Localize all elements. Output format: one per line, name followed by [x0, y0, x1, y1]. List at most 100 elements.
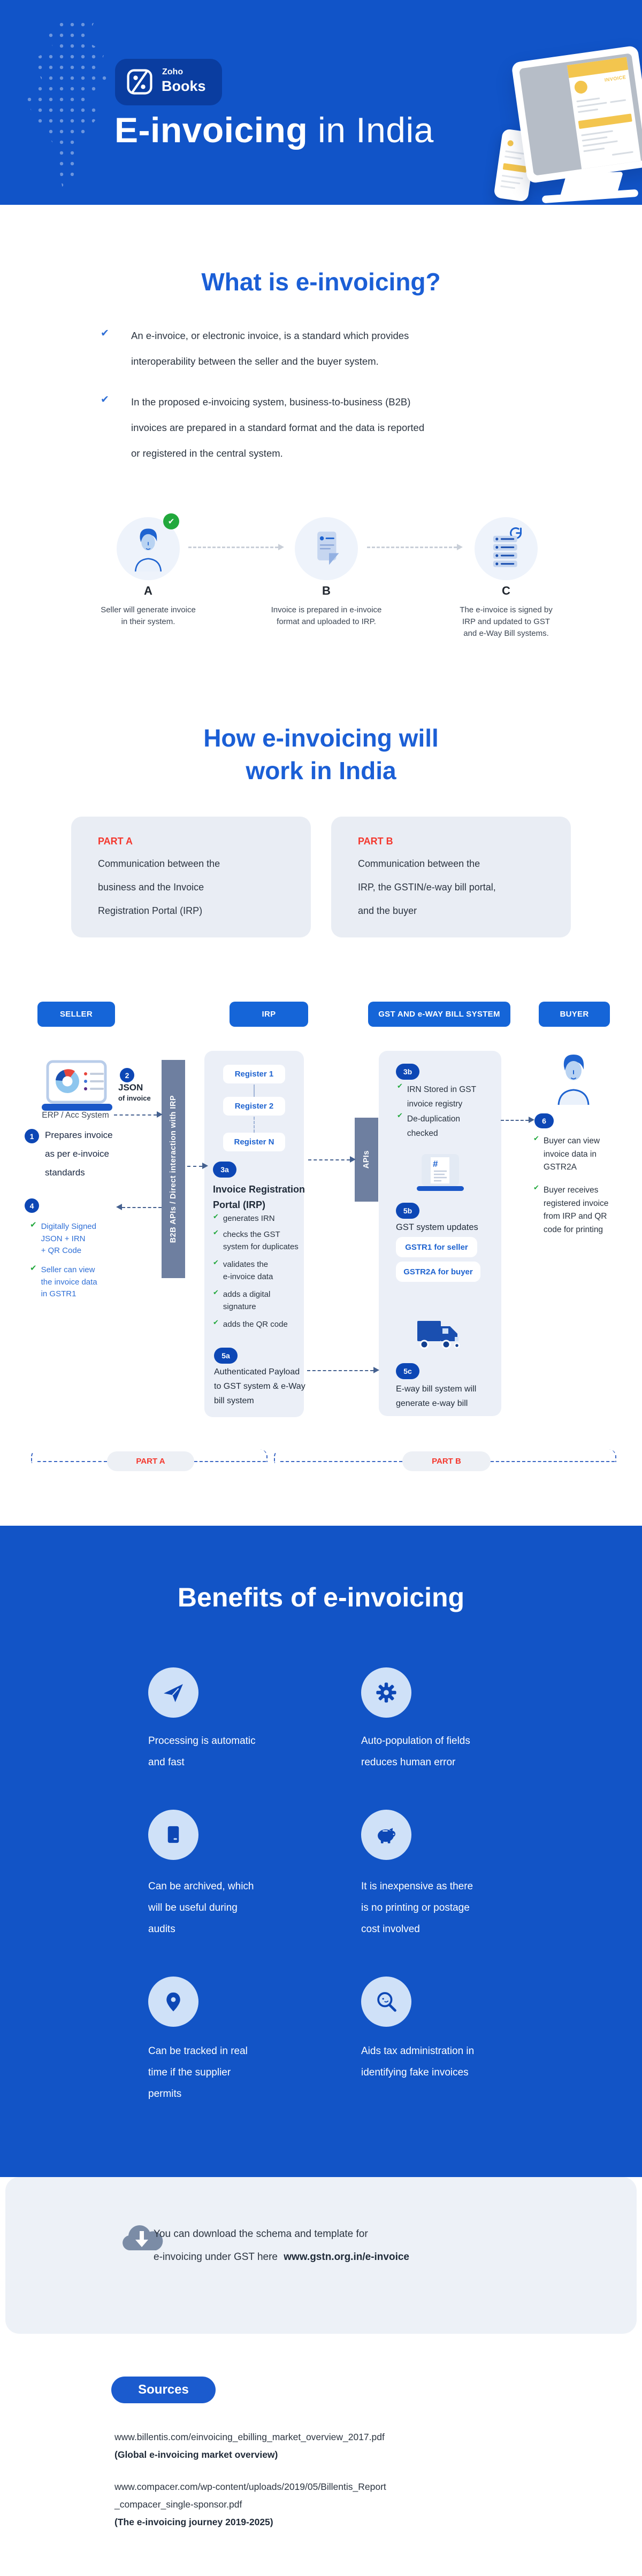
- step-5a-badge: 5a: [214, 1348, 238, 1364]
- legend-hook: [274, 1449, 283, 1463]
- check-icon: [30, 1221, 37, 1257]
- what-is-heading: What is e-invoicing?: [201, 268, 441, 296]
- step-4-bullet-2: Seller can view the invoice data in GSTR…: [30, 1264, 97, 1301]
- location-pin-icon: [166, 1992, 180, 2012]
- benefit-caption: It is inexpensive as there is no printin…: [361, 1881, 473, 1935]
- step-5c-badge: 5c: [396, 1363, 419, 1379]
- erp-laptop-icon: [42, 1060, 112, 1111]
- irp-title: Invoice Registration Portal (IRP): [213, 1184, 305, 1210]
- erp-to-b2b-arrow: [114, 1111, 163, 1118]
- logo-zoho-text: Zoho: [162, 67, 184, 76]
- step-flow-arrow: [367, 544, 463, 550]
- logo-books-text: Books: [162, 78, 206, 94]
- check-icon: [397, 1112, 403, 1141]
- check-icon: [101, 328, 109, 339]
- header-banner: Zoho Books E-invoicing in India INVOI: [0, 0, 642, 205]
- b2b-apis-bar: B2B APIs / Direct interaction with IRP: [162, 1060, 185, 1278]
- step-b-letter: B: [322, 584, 331, 597]
- page-title-light: in India: [308, 110, 434, 150]
- irp-to-apis-arrow: [308, 1156, 356, 1163]
- benefit-caption: Aids tax administration in identifying f…: [361, 2046, 475, 2078]
- source-2-url[interactable]: www.compacer.com/wp-content/uploads/2019…: [114, 2481, 386, 2510]
- gstn-link[interactable]: www.gstn.org.in/e-invoice: [284, 2251, 409, 2263]
- benefit-icon-circle: [361, 1667, 411, 1718]
- invoice-receipt-icon: [317, 532, 339, 565]
- gst-check-1: IRN Stored in GST invoice registry: [397, 1082, 476, 1111]
- part-b-label: PART B: [358, 836, 393, 847]
- seller-person-icon: [134, 528, 162, 572]
- paper-plane-icon: [164, 1684, 183, 1702]
- what-is-bullet-1: An e-invoice, or electronic invoice, is …: [131, 330, 409, 367]
- 5a-to-gst-arrow: [307, 1367, 379, 1373]
- green-check-badge-icon: [163, 513, 179, 529]
- zoho-books-icon: [127, 69, 152, 95]
- b2b-to-seller-arrow: [116, 1204, 162, 1210]
- eway-truck-icon: [417, 1321, 460, 1349]
- zoho-books-logo: Zoho Books: [115, 59, 222, 105]
- step-a-caption: Seller will generate invoice in their sy…: [101, 605, 196, 626]
- hash-glyph: #: [433, 1159, 438, 1169]
- step-5b-badge: 5b: [396, 1203, 419, 1219]
- step-5b-text: GST system updates: [396, 1222, 478, 1232]
- source-item-2: www.compacer.com/wp-content/uploads/2019…: [114, 2478, 386, 2531]
- gst-to-buyer-arrow: [501, 1117, 534, 1123]
- monitor-illustration: INVOICE: [511, 45, 642, 184]
- check-icon: [533, 1135, 539, 1174]
- step-c-letter: C: [502, 584, 510, 597]
- archive-file-icon: [167, 1826, 179, 1843]
- erp-label: ERP / Acc System: [42, 1111, 109, 1120]
- monitor-screen: INVOICE: [518, 53, 642, 176]
- benefit-caption: Processing is automatic and fast: [148, 1735, 256, 1768]
- column-header-gst-eway: GST AND e-WAY BILL SYSTEM: [368, 1002, 510, 1027]
- source-1-description: (Global e-invoicing market overview): [114, 2449, 278, 2460]
- column-header-irp: IRP: [230, 1002, 308, 1027]
- check-icon: [101, 395, 109, 405]
- legend-part-a: PART A: [107, 1451, 194, 1471]
- what-is-bullet-2: In the proposed e-invoicing system, busi…: [131, 396, 425, 459]
- benefit-caption: Can be archived, which will be useful du…: [148, 1881, 254, 1935]
- json-title: JSON: [118, 1082, 143, 1093]
- register-1-chip: Register 1: [223, 1065, 285, 1083]
- buyer-person-icon: [557, 1055, 590, 1105]
- check-icon: [213, 1259, 219, 1283]
- column-header-seller: SELLER: [37, 1002, 115, 1027]
- step-c-caption: The e-invoice is signed by IRP and updat…: [460, 605, 553, 638]
- irp-check-3: validates the e-invoice data: [213, 1259, 273, 1283]
- benefit-icon-circle: [361, 1810, 411, 1860]
- step-1-badge: 1: [25, 1129, 39, 1143]
- source-1-url[interactable]: www.billentis.com/einvoicing_ebilling_ma…: [114, 2432, 385, 2442]
- legend-hook: [31, 1449, 40, 1463]
- check-icon: [533, 1184, 539, 1236]
- benefit-icon-circle: [148, 1667, 198, 1718]
- page-title: E-invoicing in India: [114, 110, 434, 150]
- sources-label-pill: Sources: [111, 2377, 216, 2403]
- legend-dash-line: [37, 1461, 107, 1462]
- step-c-circle: [475, 517, 538, 580]
- part-a-card: PART A Communication between the busines…: [71, 817, 311, 937]
- step-4-bullet-1: Digitally Signed JSON + IRN + QR Code: [30, 1221, 96, 1257]
- register-n-chip: Register N: [223, 1133, 285, 1151]
- check-icon: [213, 1289, 219, 1313]
- legend-dash-line: [194, 1461, 266, 1462]
- step-3b-badge: 3b: [396, 1064, 419, 1080]
- gstr2a-chip: GSTR2A for buyer: [396, 1262, 480, 1282]
- download-text: You can download the schema and template…: [154, 2228, 368, 2263]
- download-band: [5, 2177, 637, 2334]
- gstr1-chip: GSTR1 for seller: [396, 1237, 477, 1257]
- source-item-1: www.billentis.com/einvoicing_ebilling_ma…: [114, 2428, 385, 2464]
- source-2-description: (The e-invoicing journey 2019-2025): [114, 2517, 273, 2527]
- step-1-text: Prepares invoice as per e-invoice standa…: [45, 1130, 113, 1178]
- invoice-sheet: INVOICE: [567, 57, 641, 172]
- gst-check-2: De-duplication checked: [397, 1112, 460, 1141]
- step-5a-text: Authenticated Payload to GST system & e-…: [214, 1367, 305, 1405]
- magnifier-search-icon: [377, 1992, 396, 2012]
- irp-check-4: adds a digital signature: [213, 1289, 270, 1313]
- cloud-download-icon: [123, 2225, 163, 2250]
- gst-registry-laptop-icon: #: [417, 1154, 464, 1191]
- benefit-icon-circle: [148, 1810, 198, 1860]
- part-a-label: PART A: [98, 836, 133, 847]
- phone-invoice-band: [502, 163, 527, 173]
- legend-hook: [607, 1449, 616, 1462]
- check-icon: [213, 1229, 219, 1253]
